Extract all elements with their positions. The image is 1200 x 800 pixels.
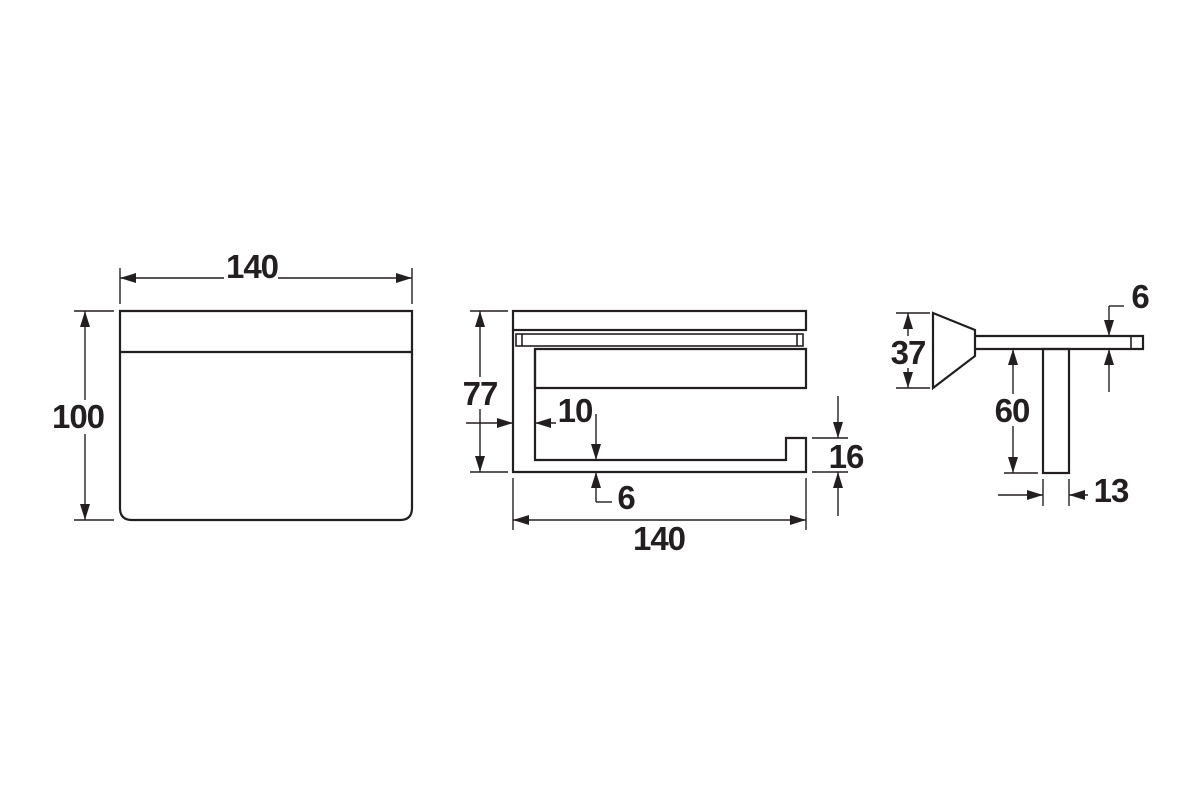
front-height-label-bg <box>46 400 108 434</box>
top-depth-arrow-bottom <box>475 456 485 472</box>
front-height-arrow-top <box>80 311 90 327</box>
side-base-label: 37 <box>891 334 926 371</box>
top-wall-arrow-right <box>535 418 551 428</box>
front-height-arrow-bottom <box>80 504 90 520</box>
side-base-arrow-top <box>903 313 913 329</box>
side-arm-label: 60 <box>995 392 1030 429</box>
top-depth-label-bg <box>458 377 504 409</box>
side-armw-arrow-right <box>1069 490 1085 500</box>
side-shelf-arrow-bottom <box>1104 349 1114 365</box>
top-view-shelf-rail <box>515 333 804 347</box>
front-width-arrow-right <box>396 273 412 283</box>
front-width-arrow-left <box>120 273 136 283</box>
side-view: 37 6 60 13 <box>886 278 1150 509</box>
front-height-label: 100 <box>52 398 104 435</box>
top-width-arrow-right <box>790 515 806 525</box>
side-armw-arrow-left <box>1027 490 1043 500</box>
top-view-shelf-block <box>533 347 808 390</box>
side-base-label-bg <box>886 336 930 368</box>
top-wall-arrow-left <box>497 418 513 428</box>
top-wall-label: 10 <box>558 392 593 429</box>
top-view-holder-body <box>511 330 808 474</box>
side-arm-label-bg <box>990 394 1036 426</box>
front-width-label-bg <box>224 256 278 286</box>
top-width-arrow-left <box>513 515 529 525</box>
top-bar-arrow-top <box>591 444 601 460</box>
top-view: 77 10 6 16 140 <box>458 309 865 557</box>
side-view-shelf-bar <box>975 334 1145 351</box>
side-armw-label: 13 <box>1094 472 1129 509</box>
top-lip-arrow-bottom <box>833 472 843 488</box>
side-base-arrow-bottom <box>903 372 913 388</box>
front-view-body <box>118 309 414 522</box>
top-view-shelf-plate <box>511 309 808 332</box>
side-arm-arrow-top <box>1008 349 1018 365</box>
top-bar-arrow-bottom <box>591 472 601 488</box>
top-lip-arrow-top <box>833 422 843 438</box>
side-shelf-label: 6 <box>1131 278 1149 315</box>
top-bar-label: 6 <box>617 479 635 516</box>
side-arm-arrow-bottom <box>1008 457 1018 473</box>
side-view-arm <box>1041 347 1071 475</box>
top-width-label-bg <box>628 522 690 552</box>
top-depth-label: 77 <box>463 375 498 412</box>
top-depth-arrow-top <box>475 311 485 327</box>
side-shelf-arrow-top <box>1104 320 1114 336</box>
side-view-wall-base <box>931 311 977 391</box>
top-width-label: 140 <box>633 520 685 557</box>
front-view: 140 100 <box>46 248 414 522</box>
top-lip-label: 16 <box>829 438 864 475</box>
front-width-label: 140 <box>226 248 278 285</box>
